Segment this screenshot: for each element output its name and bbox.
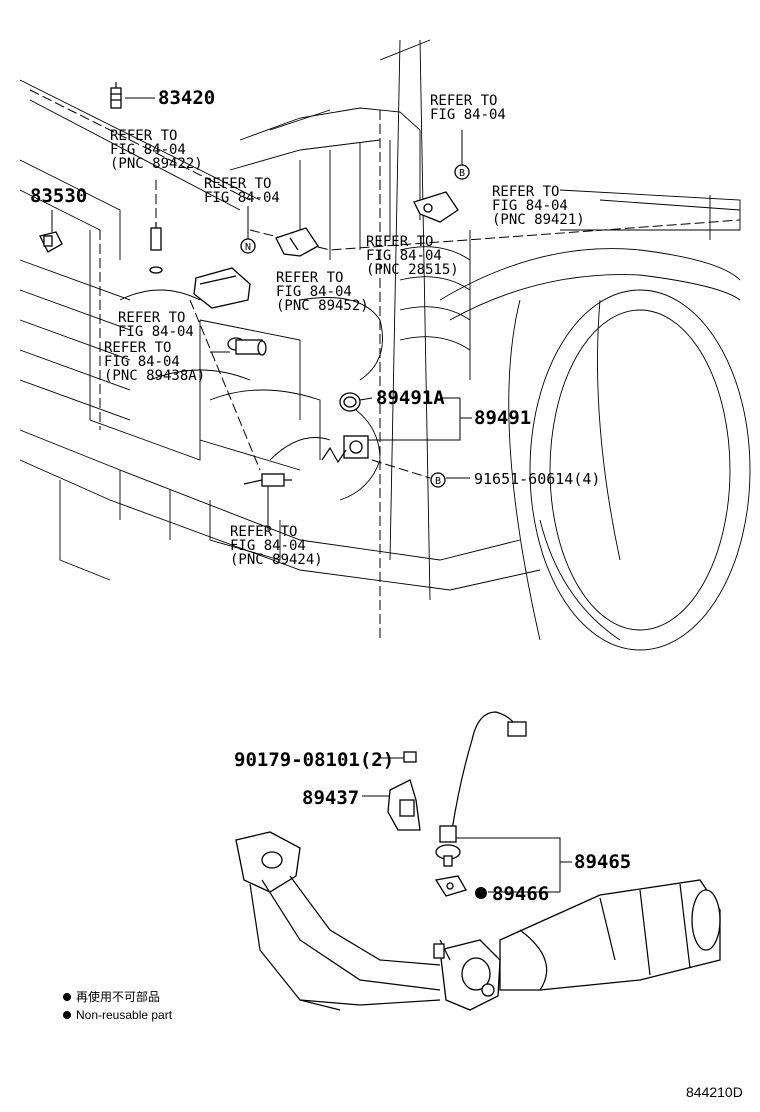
refer-line: REFER TO bbox=[104, 340, 171, 356]
figure-code: 844210D bbox=[686, 1084, 743, 1100]
legend-dot bbox=[63, 1011, 71, 1019]
refer-line: (PNC 89438A) bbox=[104, 368, 205, 384]
refer-line: (PNC 89421) bbox=[492, 212, 585, 228]
legend-jp: 再使用不可部品 bbox=[76, 989, 160, 1004]
label-89491a: 89491A bbox=[376, 387, 445, 409]
legend-dot bbox=[63, 993, 71, 1001]
refer-line: REFER TO bbox=[366, 234, 433, 250]
refer-line: REFER TO bbox=[110, 128, 177, 144]
refer-28515[interactable]: REFER TO FIG 84-04 (PNC 28515) bbox=[366, 234, 459, 278]
refer-line: REFER TO bbox=[430, 93, 497, 109]
refer-line: FIG 84-04 bbox=[118, 324, 194, 340]
part-89466-gasket[interactable] bbox=[434, 875, 467, 897]
non-reusable-dot bbox=[475, 887, 487, 899]
label-89491: 89491 bbox=[474, 407, 531, 429]
refer-line: (PNC 28515) bbox=[366, 262, 459, 278]
exhaust-pipe bbox=[235, 831, 721, 1011]
refer-line: (PNC 89422) bbox=[110, 156, 203, 172]
sensor-89438a[interactable] bbox=[227, 337, 267, 356]
marker-b-upper: B bbox=[454, 164, 470, 180]
refer-line: REFER TO bbox=[276, 270, 343, 286]
refer-89438a[interactable]: REFER TO FIG 84-04 (PNC 89438A) bbox=[104, 340, 205, 384]
label-91651: 91651-60614(4) bbox=[474, 470, 600, 488]
marker-b-lower: B bbox=[430, 472, 446, 488]
engine-bay-outline bbox=[19, 39, 751, 651]
refer-line: FIG 84-04 bbox=[276, 284, 352, 300]
refer-89452[interactable]: REFER TO FIG 84-04 (PNC 89452) bbox=[276, 270, 369, 314]
refer-89421[interactable]: REFER TO FIG 84-04 (PNC 89421) bbox=[492, 184, 585, 228]
refer-line: FIG 84-04 bbox=[492, 198, 568, 214]
label-83530: 83530 bbox=[30, 185, 87, 207]
marker-letter: B bbox=[435, 476, 441, 487]
bracket-89421[interactable] bbox=[413, 191, 459, 223]
label-90179: 90179-08101(2) bbox=[234, 749, 394, 771]
sensor-89424[interactable] bbox=[243, 473, 292, 487]
refer-line: FIG 84-04 bbox=[104, 354, 180, 370]
part-89491-sensor[interactable] bbox=[321, 435, 369, 464]
refer-line: FIG 84-04 bbox=[366, 248, 442, 264]
refer-line: FIG 84-04 bbox=[230, 538, 306, 554]
refer-fig-8404-a[interactable]: REFER TO FIG 84-04 bbox=[204, 176, 280, 206]
refer-89422[interactable]: REFER TO FIG 84-04 (PNC 89422) bbox=[110, 128, 203, 172]
part-90179-nut[interactable] bbox=[403, 751, 417, 763]
part-89491a-gasket[interactable] bbox=[339, 392, 361, 412]
refer-line: REFER TO bbox=[492, 184, 559, 200]
part-89465-oxygen-sensor[interactable] bbox=[435, 711, 527, 867]
bracket-28515[interactable] bbox=[275, 227, 319, 257]
part-89437-bracket[interactable] bbox=[387, 779, 421, 831]
marker-n: N bbox=[240, 238, 256, 254]
label-89437: 89437 bbox=[302, 787, 359, 809]
label-89466: 89466 bbox=[492, 883, 549, 905]
refer-line: (PNC 89424) bbox=[230, 552, 323, 568]
refer-line: REFER TO bbox=[118, 310, 185, 326]
part-83420-sensor[interactable] bbox=[110, 82, 122, 109]
marker-letter: N bbox=[245, 242, 251, 253]
label-89465: 89465 bbox=[574, 851, 631, 873]
refer-fig-8404-c[interactable]: REFER TO FIG 84-04 bbox=[118, 310, 194, 340]
refer-line: (PNC 89452) bbox=[276, 298, 369, 314]
marker-letter: B bbox=[459, 168, 465, 179]
refer-line: REFER TO bbox=[230, 524, 297, 540]
refer-line: FIG 84-04 bbox=[430, 107, 506, 123]
refer-line: FIG 84-04 bbox=[204, 190, 280, 206]
legend: 再使用不可部品 Non-reusable part bbox=[63, 989, 173, 1022]
legend-en: Non-reusable part bbox=[76, 1008, 173, 1022]
refer-fig-8404-b[interactable]: REFER TO FIG 84-04 bbox=[430, 93, 506, 123]
refer-line: FIG 84-04 bbox=[110, 142, 186, 158]
sensor-89422[interactable] bbox=[149, 222, 163, 274]
refer-line: REFER TO bbox=[204, 176, 271, 192]
module-89452[interactable] bbox=[193, 267, 251, 309]
part-83530-switch[interactable] bbox=[39, 231, 63, 253]
label-83420: 83420 bbox=[158, 87, 215, 109]
refer-89424[interactable]: REFER TO FIG 84-04 (PNC 89424) bbox=[230, 524, 323, 568]
